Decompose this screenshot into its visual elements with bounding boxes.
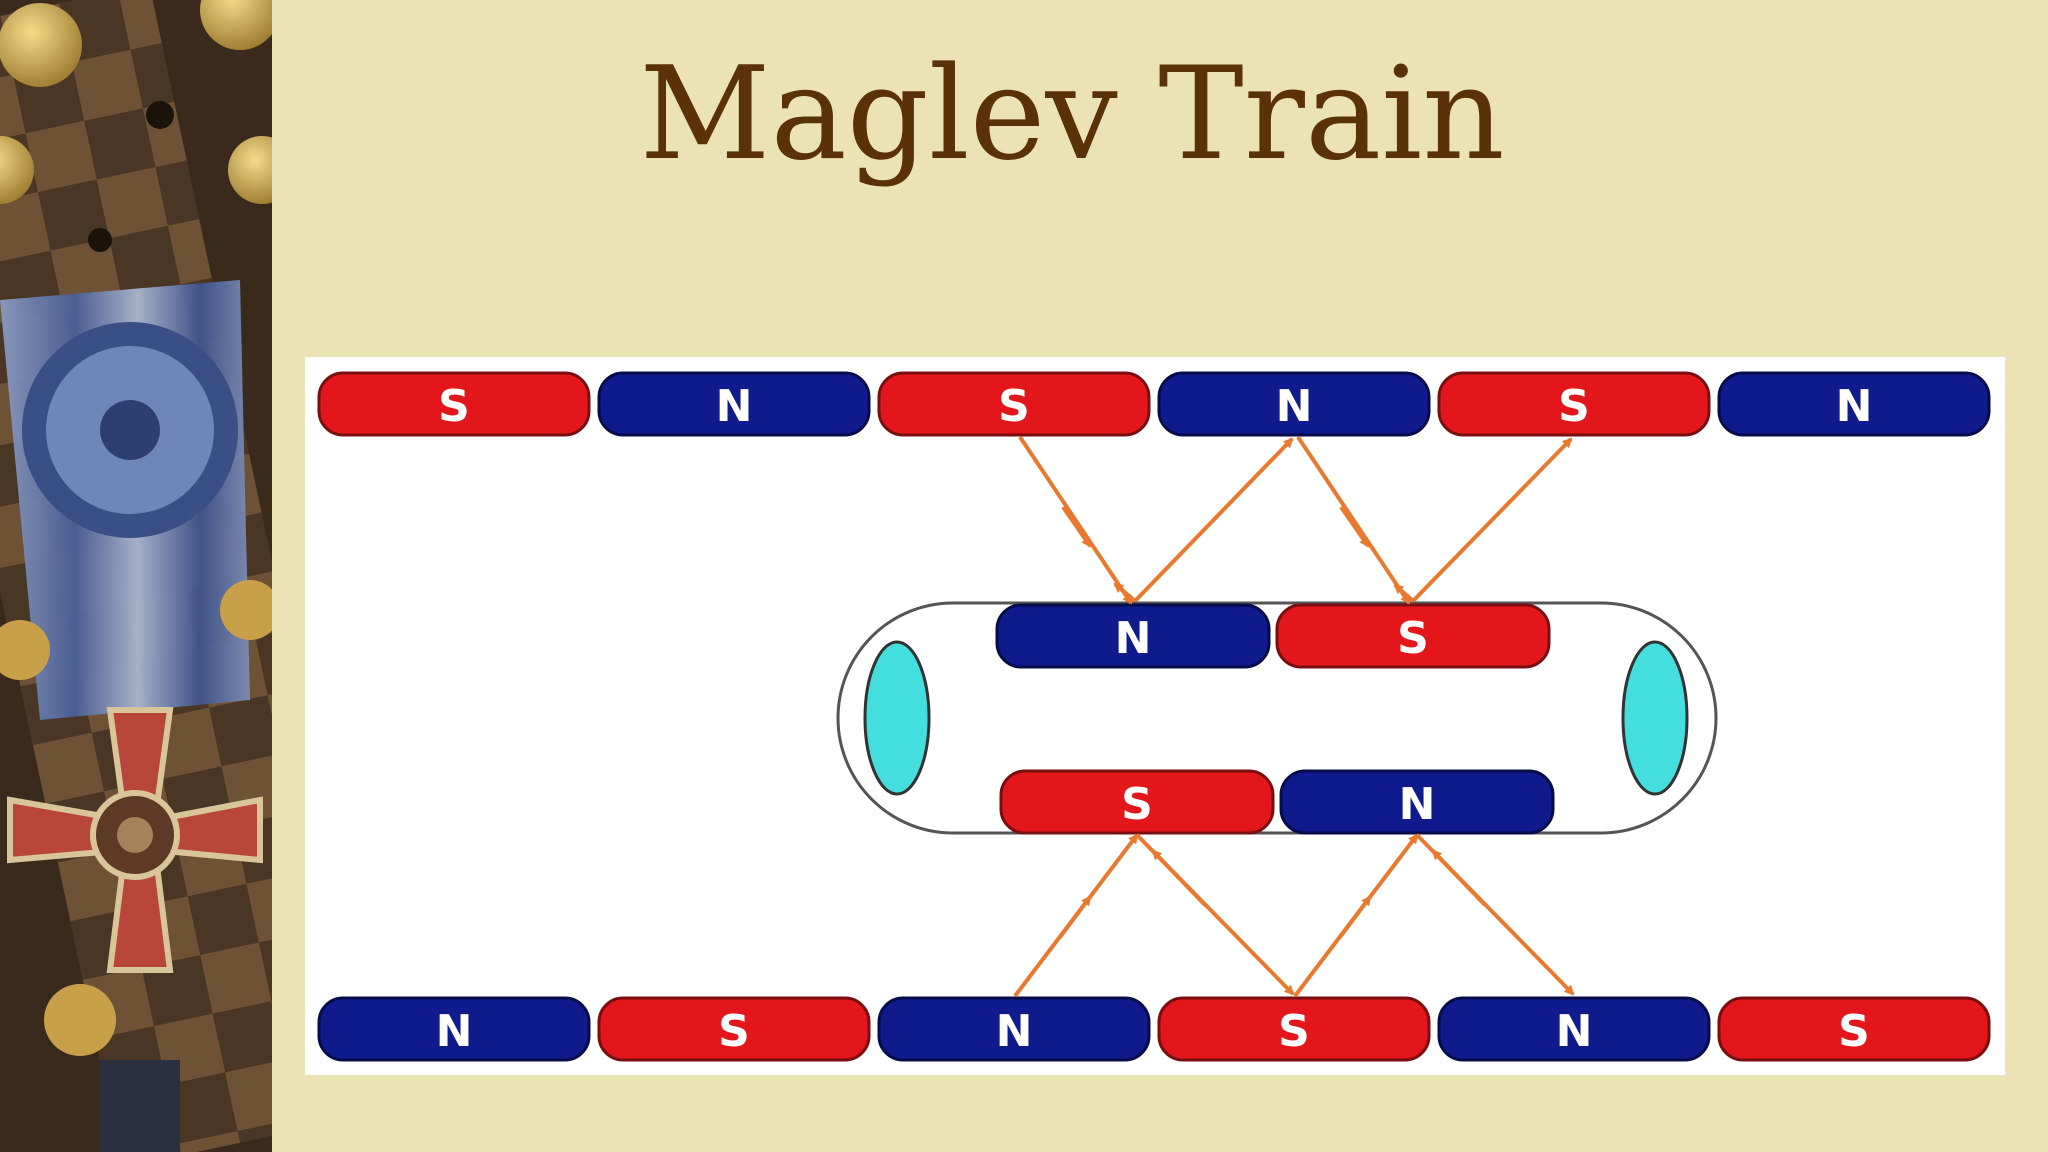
slide-title: Maglev Train xyxy=(639,40,1505,189)
maglev-diagram-canvas: S N S N S N N S xyxy=(317,371,1991,1062)
bottom-rail-magnet xyxy=(317,996,591,1062)
top-rail-magnet xyxy=(317,371,591,437)
bottom-rail-magnet xyxy=(1157,996,1431,1062)
top-rail: S N S N S N xyxy=(317,371,1991,437)
top-rail-magnet xyxy=(1717,371,1991,437)
train-front-window xyxy=(863,640,931,796)
bottom-rail-label: S xyxy=(1838,1006,1870,1057)
bottom-rail-label: N xyxy=(996,1006,1033,1057)
top-rail-label: S xyxy=(1558,381,1590,432)
bottom-rail-magnet xyxy=(1437,996,1711,1062)
bottom-rail-magnet xyxy=(1717,996,1991,1062)
bottom-rail-label: S xyxy=(718,1006,750,1057)
force-arrows-top xyxy=(1018,435,1573,605)
train-top-magnets: N S xyxy=(995,603,1551,669)
force-arrow xyxy=(1133,437,1294,603)
bottom-rail-label: S xyxy=(1278,1006,1310,1057)
train-top-magnet xyxy=(995,603,1271,669)
force-arrow xyxy=(1339,505,1370,548)
bottom-rail-label: N xyxy=(1556,1006,1593,1057)
train-rear-window xyxy=(1621,640,1689,796)
top-rail-magnet xyxy=(877,371,1151,437)
bottom-rail-label: N xyxy=(436,1006,473,1057)
decorative-photo-medal xyxy=(0,0,272,1152)
top-rail-label: S xyxy=(998,381,1030,432)
top-rail-magnet xyxy=(597,371,871,437)
train-bottom-label: N xyxy=(1399,779,1436,830)
train-bottom-magnet xyxy=(1279,769,1555,835)
force-arrow xyxy=(1058,895,1092,939)
force-arrow xyxy=(1393,583,1415,603)
bottom-rail-magnet xyxy=(597,996,871,1062)
force-arrow xyxy=(1411,437,1573,603)
maglev-diagram: S N S N S N N S xyxy=(305,357,2005,1075)
top-rail-magnet xyxy=(1157,371,1431,437)
top-rail-label: N xyxy=(716,381,753,432)
top-rail-label: N xyxy=(1276,381,1313,432)
train-bottom-label: S xyxy=(1121,779,1153,830)
force-arrow xyxy=(1338,895,1372,939)
top-rail-magnet xyxy=(1437,371,1711,437)
top-rail-label: S xyxy=(438,381,470,432)
force-arrow xyxy=(1113,582,1137,603)
force-arrow xyxy=(1431,849,1487,907)
top-rail-label: N xyxy=(1836,381,1873,432)
bottom-rail-magnet xyxy=(877,996,1151,1062)
train-top-label: N xyxy=(1115,613,1152,664)
train-top-magnet xyxy=(1275,603,1551,669)
force-arrow xyxy=(1296,435,1411,605)
force-arrows-bottom xyxy=(1013,833,1575,998)
bottom-rail: N S N S N S xyxy=(317,996,1991,1062)
force-arrow xyxy=(1151,849,1207,907)
force-arrow xyxy=(1061,505,1092,548)
train-bottom-magnet xyxy=(999,769,1275,835)
force-arrow xyxy=(1018,435,1133,605)
train-top-label: S xyxy=(1397,613,1429,664)
train-bottom-magnets: S N xyxy=(999,769,1555,835)
